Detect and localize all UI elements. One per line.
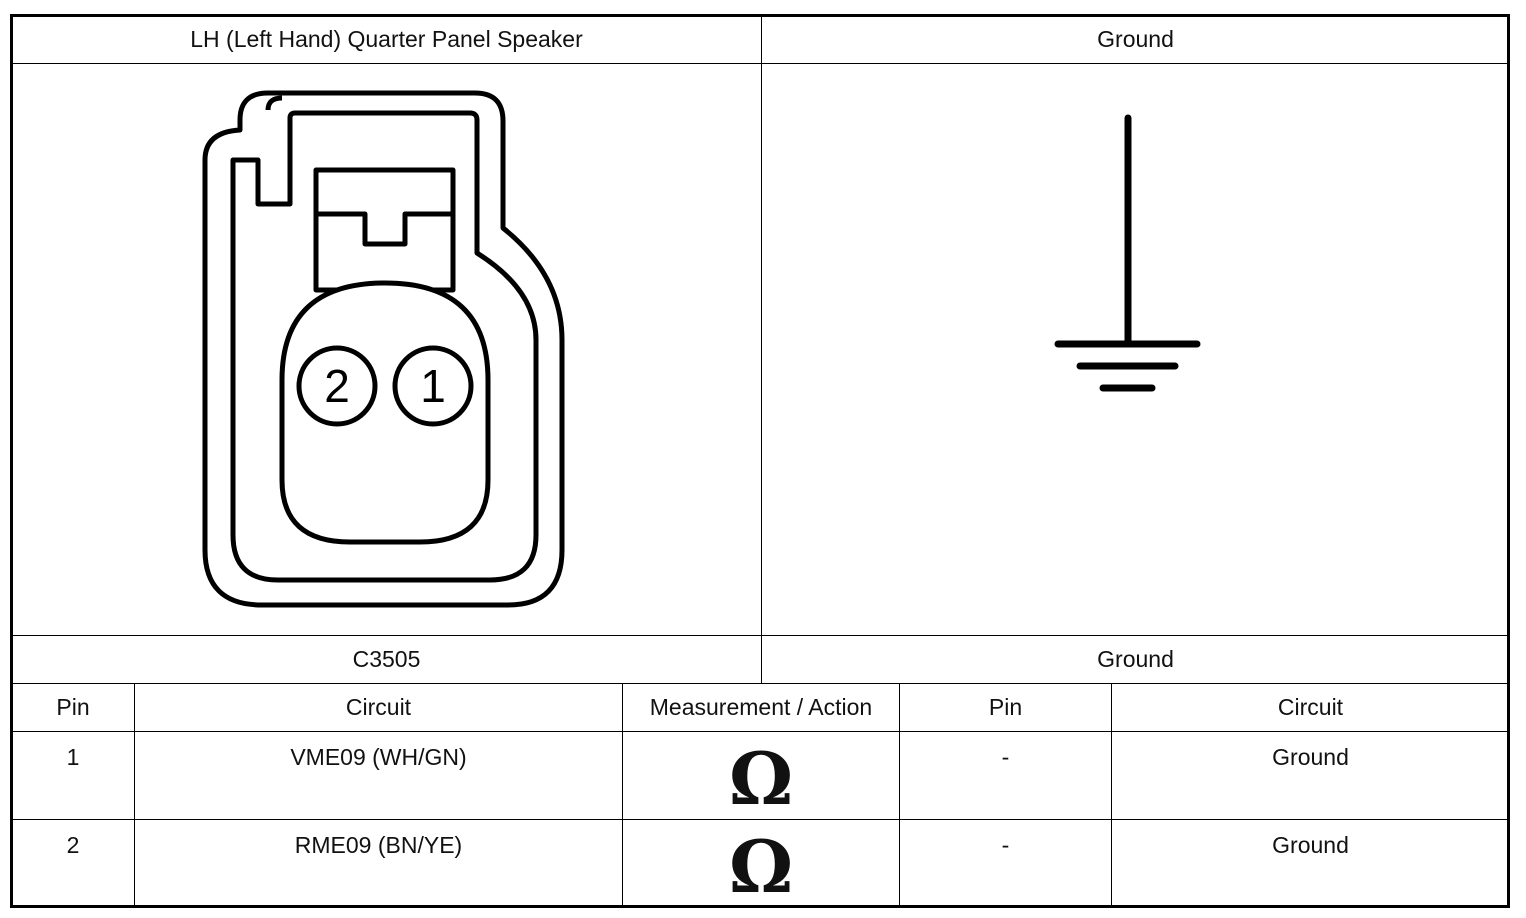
ground-symbol-icon [1054,114,1201,392]
table-row-2-ohm-icon: Ω [623,820,899,907]
connector-housing-inner [230,110,539,583]
column-header-measurement: Measurement / Action [649,694,873,720]
table-row-1-ohm-icon: Ω [623,732,899,819]
pin-2-circle [296,345,378,427]
column-header-circuit-2: Circuit [1277,694,1344,720]
ground-title: Ground [1097,26,1174,52]
divider [134,683,135,907]
connector-title: LH (Left Hand) Quarter Panel Speaker [190,26,583,52]
divider [12,819,1509,820]
ground-label: Ground [1097,646,1174,672]
diagram-frame [10,14,1510,908]
ohm-icon: Ω [728,823,794,909]
divider [12,63,1509,64]
connector-inner-ring [265,95,283,111]
column-header-circuit: Circuit [345,694,412,720]
divider [622,683,623,907]
table-row-1-pin: 1 [66,744,80,770]
column-header-pin: Pin [56,694,90,720]
divider [12,635,1509,636]
table-row-1-circuit-2: Ground [1272,744,1349,770]
table-row-2-pin: 2 [66,832,80,858]
connector-housing-outer [202,90,565,608]
locking-tab [313,167,456,293]
column-header-pin-2: Pin [988,694,1023,720]
divider [761,16,762,683]
ohm-icon: Ω [728,735,794,821]
table-row-2-circuit: RME09 (BN/YE) [294,832,463,858]
pin-1-circle [392,345,474,427]
table-row-2-circuit-2: Ground [1272,832,1349,858]
locking-tab-notch [316,211,453,247]
table-row-2-pin-2: - [1001,832,1010,858]
table-row-1-pin-2: - [1001,744,1010,770]
table-row-1-circuit: VME09 (WH/GN) [290,744,467,770]
divider [12,683,1509,684]
pin-1-label: 1 [420,360,446,412]
divider [899,683,900,907]
pin-2-label: 2 [324,360,350,412]
divider [12,731,1509,732]
divider [1111,683,1112,907]
connector-id: C3505 [352,646,421,672]
